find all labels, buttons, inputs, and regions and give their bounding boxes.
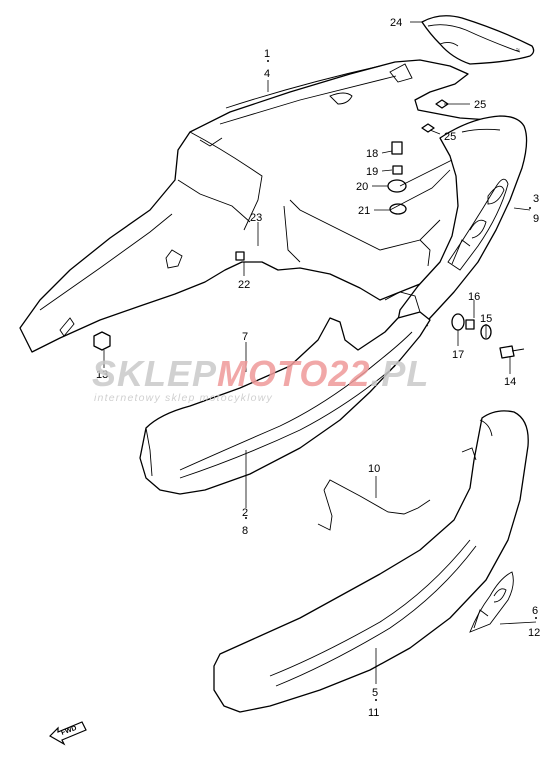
callout-10: 10 xyxy=(368,463,380,475)
leader-lines xyxy=(103,21,537,701)
callout-23: 23 xyxy=(250,212,262,224)
callout-25a: 25 xyxy=(474,99,486,111)
fwd-arrow-icon: FWD xyxy=(49,721,87,746)
watermark-moto: MOTO xyxy=(217,353,328,394)
callout-19: 19 xyxy=(366,166,378,178)
callout-15: 15 xyxy=(480,313,492,325)
callout-9: 9 xyxy=(533,213,539,225)
frame-cover-lower-part xyxy=(213,410,529,713)
callout-8: 8 xyxy=(242,525,248,537)
callout-3: 3 xyxy=(533,193,539,205)
callout-16: 16 xyxy=(468,291,480,303)
watermark-22: 22 xyxy=(327,353,370,394)
svg-text:≈: ≈ xyxy=(516,47,520,54)
callout-13: 13 xyxy=(96,369,108,381)
callout-14: 14 xyxy=(504,376,516,388)
watermark: SKLEPMOTO22.PL internetowy sklep motocyk… xyxy=(92,353,429,404)
callout-labels: 24 1 4 25 25 18 19 20 21 3 9 23 22 16 15… xyxy=(96,17,540,719)
callout-17: 17 xyxy=(452,349,464,361)
tail-cowl-cover-part: ≈ xyxy=(421,15,535,65)
callout-11: 11 xyxy=(368,707,379,719)
callout-5: 5 xyxy=(372,687,378,699)
callout-2: 2 xyxy=(242,507,248,519)
callout-20: 20 xyxy=(356,181,368,193)
callout-6: 6 xyxy=(532,605,538,617)
watermark-pl: .PL xyxy=(370,353,429,394)
seat-tail-frame-part xyxy=(19,59,491,353)
svg-text:SKLEPMOTO22.PL: SKLEPMOTO22.PL xyxy=(92,353,429,394)
watermark-sklep: SKLEP xyxy=(92,353,217,394)
callout-1: 1 xyxy=(264,48,270,60)
callout-18: 18 xyxy=(366,148,378,160)
callout-25b: 25 xyxy=(444,131,456,143)
watermark-tagline: internetowy sklep motocyklowy xyxy=(94,392,273,404)
callout-24: 24 xyxy=(390,17,402,29)
callout-7: 7 xyxy=(242,331,248,343)
callout-4: 4 xyxy=(264,68,270,80)
callout-22: 22 xyxy=(238,279,250,291)
callout-12: 12 xyxy=(528,627,540,639)
hardware-parts xyxy=(93,99,525,359)
frame-cover-left-part xyxy=(139,291,431,495)
callout-21: 21 xyxy=(358,205,370,217)
